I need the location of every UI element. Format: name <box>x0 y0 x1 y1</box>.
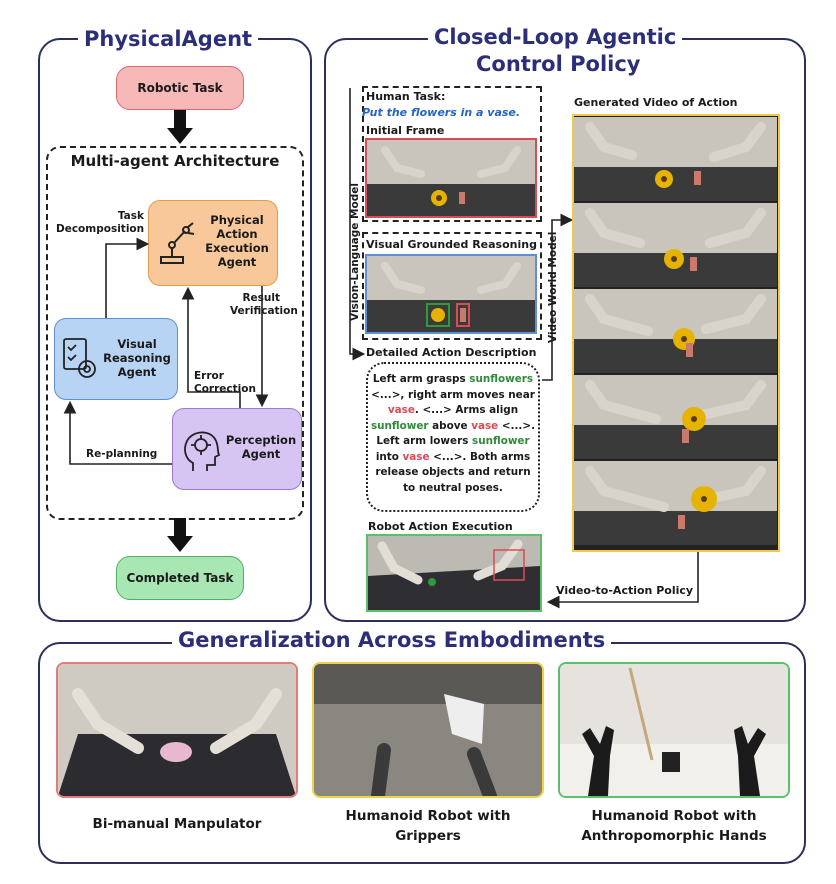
action-desc-segment: above <box>428 419 472 432</box>
physical-action-agent: Physical Action Execution Agent <box>148 200 278 286</box>
action-desc-line: vase. <...> Arms align <box>368 403 538 419</box>
human-task-text: Put the flowers in a vase. <box>362 106 521 119</box>
completed-task-box: Completed Task <box>116 556 244 600</box>
error-correction-label: Error Correction <box>194 370 256 395</box>
action-desc-line: Left arm grasps sunflowers <box>368 372 538 388</box>
action-desc-segment: <...>. <box>498 419 536 432</box>
generalization-title: Generalization Across Embodiments <box>172 626 612 654</box>
architecture-title: Multi-agent Architecture <box>70 152 280 170</box>
arrow-down-icon <box>167 110 193 144</box>
brain-head-icon <box>184 431 221 471</box>
action-desc-segment: vase <box>387 404 415 416</box>
perception-label-1: Perception <box>225 433 297 447</box>
vlm-box <box>362 86 542 222</box>
reasoning-icon <box>63 338 96 378</box>
re-planning-label: Re-planning <box>86 448 158 460</box>
humanoid-grippers-image <box>312 662 544 798</box>
video-frame <box>574 203 777 287</box>
action-desc-segment: sunflowers <box>469 373 534 385</box>
architecture-arrows <box>63 237 269 465</box>
action-desc-line: to neutral poses. <box>368 481 538 497</box>
initial-frame-label: Initial Frame <box>366 124 445 137</box>
action-desc-segment: into <box>375 450 403 463</box>
robotic-task-label: Robotic Task <box>137 81 223 95</box>
action-desc-segment: . <...> Arms align <box>414 404 519 416</box>
grounded-label: Visual Grounded Reasoning <box>366 238 537 251</box>
action-desc-segment: sunflower <box>370 419 429 432</box>
bimanual-image <box>56 662 298 798</box>
video-frame <box>574 289 777 373</box>
humanoid-hands-image <box>558 662 790 798</box>
action-desc-line: <...>, right arm moves near <box>368 388 538 404</box>
action-desc-segment: vase <box>402 450 430 463</box>
physical-label-2: Action <box>216 227 258 241</box>
action-desc-line: sunflower above vase <...>. <box>368 419 538 435</box>
action-desc-label: Detailed Action Description <box>366 346 537 359</box>
physical-label-1: Physical <box>210 213 264 227</box>
generated-video-strip <box>572 114 780 552</box>
physical-label-3: Execution <box>205 241 269 255</box>
action-desc-line: Left arm lowers sunflower <box>368 434 538 450</box>
action-desc-segment: Left arm lowers <box>376 435 473 447</box>
robot-exec-image <box>366 534 542 612</box>
visual-label-2: Reasoning <box>103 351 171 365</box>
visual-label-3: Agent <box>117 365 157 379</box>
result-verification-label: Result Verification <box>230 292 298 317</box>
generated-video-title: Generated Video of Action <box>574 96 738 109</box>
action-desc-segment: vase <box>471 419 499 432</box>
video-frame <box>574 461 777 545</box>
video-frame <box>574 117 777 201</box>
action-desc-box <box>366 362 540 512</box>
action-desc-segment: <...>. Both arms <box>429 450 531 463</box>
caption-hands: Humanoid Robot with Anthropomorphic Hand… <box>581 808 767 844</box>
action-desc-segment: release objects and return <box>375 466 531 478</box>
v2a-label: Video-to-Action Policy <box>556 584 694 597</box>
task-decomposition-label: Task Decomposition <box>56 210 145 235</box>
video-frame <box>574 375 777 459</box>
video-world-model-label: Video World Model <box>547 231 559 343</box>
robot-exec-label: Robot Action Execution <box>368 520 513 533</box>
control-policy-title-1: Closed-Loop Agentic <box>428 24 683 50</box>
v2a-arrow <box>546 552 699 609</box>
physical-agent-title: PhysicalAgent <box>78 26 259 52</box>
action-desc-segment: <...>, right arm moves near <box>371 388 535 401</box>
initial-frame-image <box>365 138 537 218</box>
human-task-label: Human Task: <box>366 90 446 103</box>
visual-label-1: Visual <box>117 337 157 351</box>
physical-label-4: Agent <box>217 255 257 269</box>
control-policy-title-2: Control Policy <box>476 52 641 76</box>
caption-grippers: Humanoid Robot with Grippers <box>345 808 511 844</box>
action-desc-line: into vase <...>. Both arms <box>368 450 538 466</box>
caption-bimanual: Bi-manual Manpulator <box>92 816 262 832</box>
perception-label-2: Agent <box>241 447 281 461</box>
perception-agent: Perception Agent <box>172 408 302 490</box>
grounded-box <box>362 232 542 340</box>
action-desc-text: Left arm grasps sunflowers<...>, right a… <box>368 372 538 496</box>
completed-task-label: Completed Task <box>126 571 234 585</box>
action-desc-segment: Left arm grasps <box>372 373 470 385</box>
vwm-arrow <box>542 213 574 381</box>
vlm-flow-arrows <box>349 88 366 361</box>
action-desc-line: release objects and return <box>368 465 538 481</box>
grounded-image <box>365 254 537 334</box>
vlm-label: Vision-Language Model <box>349 183 361 321</box>
robot-arm-icon <box>160 222 195 264</box>
robotic-task-box: Robotic Task <box>116 66 244 110</box>
arrow-down-icon <box>167 518 193 552</box>
action-desc-segment: sunflower <box>472 435 530 447</box>
action-desc-segment: to neutral poses. <box>403 481 503 494</box>
visual-reasoning-agent: Visual Reasoning Agent <box>54 318 178 400</box>
